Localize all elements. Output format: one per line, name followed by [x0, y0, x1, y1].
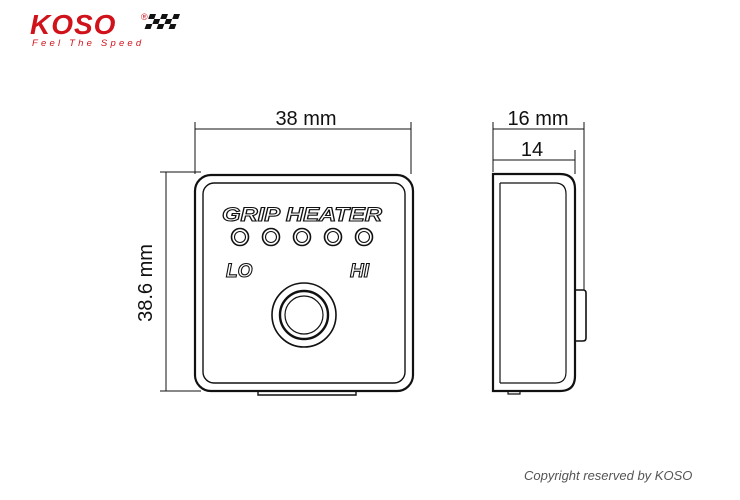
front-view: GRIP HEATER LO HI: [193, 173, 415, 396]
side-bottom-nub: [507, 391, 521, 395]
logo-tagline: Feel The Speed: [32, 38, 144, 49]
body-depth-dimension: [493, 150, 576, 174]
led-3: [292, 227, 312, 247]
side-button-protrusion: [575, 289, 587, 342]
push-button: [271, 282, 337, 348]
checkered-flag-icon: [144, 14, 180, 29]
koso-logo: KOSO ® Feel The Speed: [30, 9, 180, 49]
led-4: [323, 227, 343, 247]
side-outer-shell: [491, 172, 577, 393]
width-dimension: [194, 122, 412, 174]
side-view: [491, 172, 587, 395]
height-label: 38.6 mm: [135, 244, 157, 322]
led-5: [354, 227, 374, 247]
led-1: [230, 227, 250, 247]
led-2: [261, 227, 281, 247]
led-4-inner: [326, 230, 340, 244]
front-inner-face: [202, 182, 406, 384]
depth-dimension: [492, 122, 585, 290]
led-1-inner: [233, 230, 247, 244]
body-depth-label: 14: [521, 139, 543, 161]
registered-mark: ®: [141, 12, 148, 22]
logo-wordmark: KOSO: [30, 9, 116, 40]
led-5-inner: [357, 230, 371, 244]
led-3-inner: [295, 230, 309, 244]
side-inner-edge: [500, 182, 567, 384]
copyright-notice: Copyright reserved by KOSO: [524, 468, 693, 483]
height-dimension: [160, 171, 201, 392]
indicator-leds: [230, 227, 374, 247]
grip-heater-title: GRIP HEATER: [222, 205, 382, 226]
hi-label: HI: [350, 261, 370, 282]
width-label: 38 mm: [275, 108, 336, 130]
lo-label: LO: [226, 261, 253, 282]
front-outer-shell: [193, 173, 415, 393]
bottom-tab: [257, 391, 357, 396]
depth-label: 16 mm: [507, 108, 568, 130]
led-2-inner: [264, 230, 278, 244]
